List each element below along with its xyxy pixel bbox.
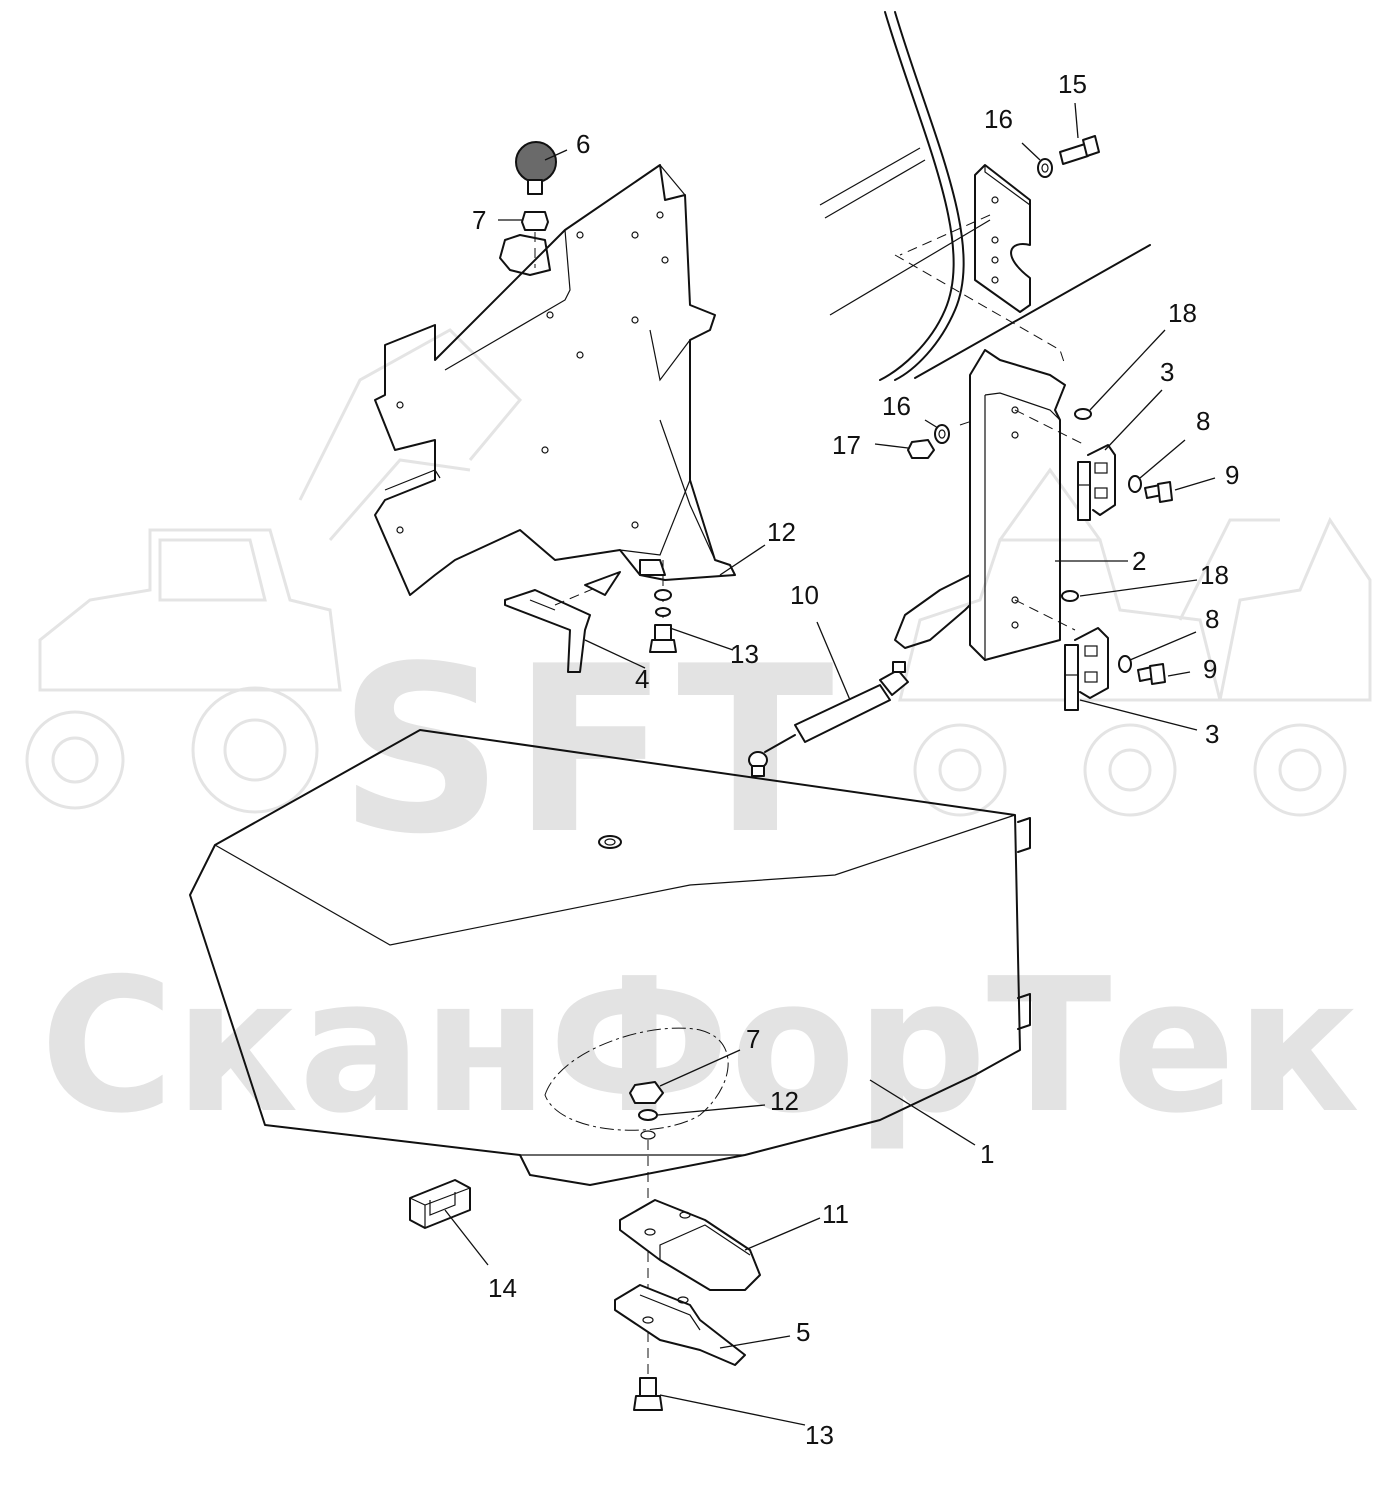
callout-5: 5 [796,1317,810,1347]
callout-12-bottom: 12 [770,1086,799,1116]
part-7-top-nut-drawing [521,211,549,268]
part-15-bolt-drawing [1059,135,1100,165]
callout-3-bottom: 3 [1205,719,1219,749]
callout-6: 6 [576,129,590,159]
part-2-hinge-bracket-drawing [894,349,1086,661]
watermark-tractor-left-icon [25,328,523,814]
callout-18-top: 18 [1168,298,1197,328]
callout-3-top: 3 [1160,357,1174,387]
callout-14: 14 [488,1273,517,1303]
callout-7-top: 7 [472,205,486,235]
callout-15: 15 [1058,69,1087,99]
callout-1: 1 [980,1139,994,1169]
callout-7-bottom: 7 [746,1024,760,1054]
lower-mounting-drawing [614,1081,761,1411]
callout-10: 10 [790,580,819,610]
left-bracket-drawing [374,164,736,606]
callout-11: 11 [822,1199,849,1229]
leader-lines [444,102,1216,1426]
watermark-logo-text: SFT [338,618,842,885]
callout-2: 2 [1132,546,1146,576]
part-12-13-top-drawing [649,560,677,653]
callout-labels: 6 7 16 15 18 3 16 17 8 9 12 2 18 10 8 13… [472,69,1239,1450]
callout-13-top: 13 [730,639,759,669]
part-1-cover-drawing [189,729,1031,1186]
part-10-gas-spring-drawing [748,661,909,777]
callout-17: 17 [832,430,861,460]
part-16-mid-washer-drawing [934,424,950,444]
watermark: SFT СканФорТек [25,328,1372,1154]
part-block-drawing [974,164,1031,313]
callout-13-bottom: 13 [805,1420,834,1450]
callout-9-top: 9 [1225,460,1239,490]
watermark-brand-text: СканФорТек [40,938,1360,1154]
callout-16-top: 16 [984,104,1013,134]
part-6-knob-drawing [515,141,557,195]
hinge-mid-parts-drawing [1061,590,1166,711]
part-16-top-washer-drawing [1037,158,1053,178]
callout-8-mid: 8 [1205,604,1219,634]
callout-16-mid: 16 [882,391,911,421]
callout-4: 4 [635,664,649,694]
callout-12-top: 12 [767,517,796,547]
hinge-top-parts-drawing [1074,408,1173,521]
callout-18-mid: 18 [1200,560,1229,590]
callout-8-top: 8 [1196,406,1210,436]
part-4-clip-drawing [504,589,591,673]
part-17-nut-drawing [907,439,935,459]
callout-9-mid: 9 [1203,654,1217,684]
machine-frame-drawing [819,11,1151,381]
part-14-rubber-block-drawing [409,1179,471,1229]
